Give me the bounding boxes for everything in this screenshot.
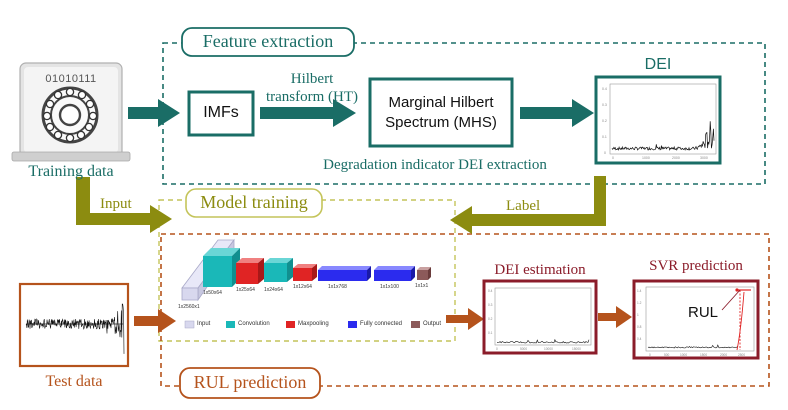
legend-fully-connected-swatch (348, 321, 357, 328)
cnn-layer-label: 1x12x64 (293, 284, 312, 290)
training-data-label: Training data (28, 163, 114, 180)
dei-extraction-caption: Degradation indicator DEI extraction (323, 157, 547, 173)
label-arrow (450, 176, 606, 234)
input-arrow-label: Input (100, 196, 132, 212)
model-title-tab (185, 188, 323, 218)
svg-text:2500: 2500 (738, 353, 745, 357)
training-bits-text: 01010111 (45, 73, 97, 85)
svg-text:1000: 1000 (680, 353, 687, 357)
svg-text:5000: 5000 (520, 347, 527, 351)
svg-text:1.4: 1.4 (637, 289, 642, 293)
imfs-box (187, 90, 255, 137)
legend-input-swatch (184, 320, 195, 329)
hilbert-transform-label: Hilbert transform (HT) (265, 71, 359, 105)
svg-text:0.4: 0.4 (602, 87, 607, 91)
rul-arrows (134, 306, 632, 333)
svg-text:0: 0 (496, 347, 498, 351)
svg-text:0.1: 0.1 (488, 331, 493, 335)
svg-text:0.4: 0.4 (637, 337, 642, 341)
svg-text:0.8: 0.8 (637, 325, 642, 329)
cnn-legend (184, 320, 420, 329)
svg-text:15000: 15000 (572, 347, 581, 351)
cnn-layer-label: 1x24x64 (264, 287, 283, 293)
svg-text:500: 500 (664, 353, 670, 357)
svg-text:3000: 3000 (700, 156, 708, 160)
mhs-box (368, 77, 514, 148)
svr-prediction-chart: 1.4 1.2 1 0.8 0.4 0 500 1000 1500 2000 2500 (632, 279, 760, 360)
legend-maxpooling-swatch (286, 321, 295, 328)
cnn-layer-label: 1x2560x1 (178, 304, 200, 310)
svg-text:0: 0 (604, 151, 606, 155)
cnn-layer-label: 1x25x64 (236, 287, 255, 293)
input-arrow (76, 177, 172, 233)
label-arrow-label: Label (506, 198, 541, 214)
svg-text:0: 0 (649, 353, 651, 357)
feature-extraction-title: Feature extraction (202, 31, 334, 51)
svg-text:0.3: 0.3 (488, 303, 493, 307)
rul-prediction-frame (160, 233, 770, 387)
svg-text:1.2: 1.2 (637, 301, 642, 305)
svg-text:1500: 1500 (700, 353, 707, 357)
svg-text:2000: 2000 (672, 156, 680, 160)
legend-input-text: Input (197, 321, 211, 327)
svg-text:0.2: 0.2 (602, 119, 607, 123)
cnn-architecture (181, 238, 431, 302)
test-data-label: Test data (45, 373, 103, 390)
legend-fully-connected-text: Fully connected (360, 321, 403, 327)
svg-text:0.4: 0.4 (488, 289, 493, 293)
dei-title: DEI (644, 56, 672, 73)
svg-text:0.3: 0.3 (602, 103, 607, 107)
svg-text:1: 1 (637, 313, 639, 317)
legend-output-swatch (411, 321, 420, 328)
legend-maxpooling-text: Maxpooling (298, 321, 329, 327)
svg-text:10000: 10000 (544, 347, 553, 351)
test-data-signal (18, 282, 130, 368)
feature-title-tab (181, 27, 355, 57)
legend-convolution-text: Convolution (238, 321, 270, 327)
rul-mark-label: RUL (688, 304, 719, 321)
feature-arrows (128, 99, 594, 127)
model-training-title: Model training (200, 192, 308, 212)
rul-prediction-title: RUL prediction (193, 372, 307, 392)
cnn-layer-label: 1x1x100 (380, 284, 399, 290)
svg-text:0.1: 0.1 (602, 135, 607, 139)
legend-output-text: Output (423, 321, 442, 327)
legend-convolution-swatch (226, 321, 235, 328)
dei-estimation-title: DEI estimation (494, 262, 586, 278)
svg-text:2000: 2000 (720, 353, 727, 357)
svg-text:0.2: 0.2 (488, 317, 493, 321)
cnn-layer-label: 1x1x768 (328, 284, 347, 290)
mhs-label: Marginal Hilbert Spectrum (MHS) (385, 94, 497, 131)
imfs-label: IMFs (203, 104, 239, 121)
rul-title-tab (179, 367, 321, 399)
dei-chart: 0.4 0.3 0.2 0.1 0 0 1000 2000 3000 (594, 75, 722, 165)
cnn-layer-label: 1x50x64 (203, 290, 222, 296)
dei-estimation-chart: 0.4 0.3 0.2 0.1 0 5000 10000 15000 (482, 279, 598, 355)
svr-prediction-title: SVR prediction (649, 258, 743, 274)
training-data-icon (11, 62, 131, 162)
svg-text:1000: 1000 (642, 156, 650, 160)
cnn-layer-label: 1x1x1 (415, 283, 429, 289)
svg-text:0: 0 (612, 156, 614, 160)
